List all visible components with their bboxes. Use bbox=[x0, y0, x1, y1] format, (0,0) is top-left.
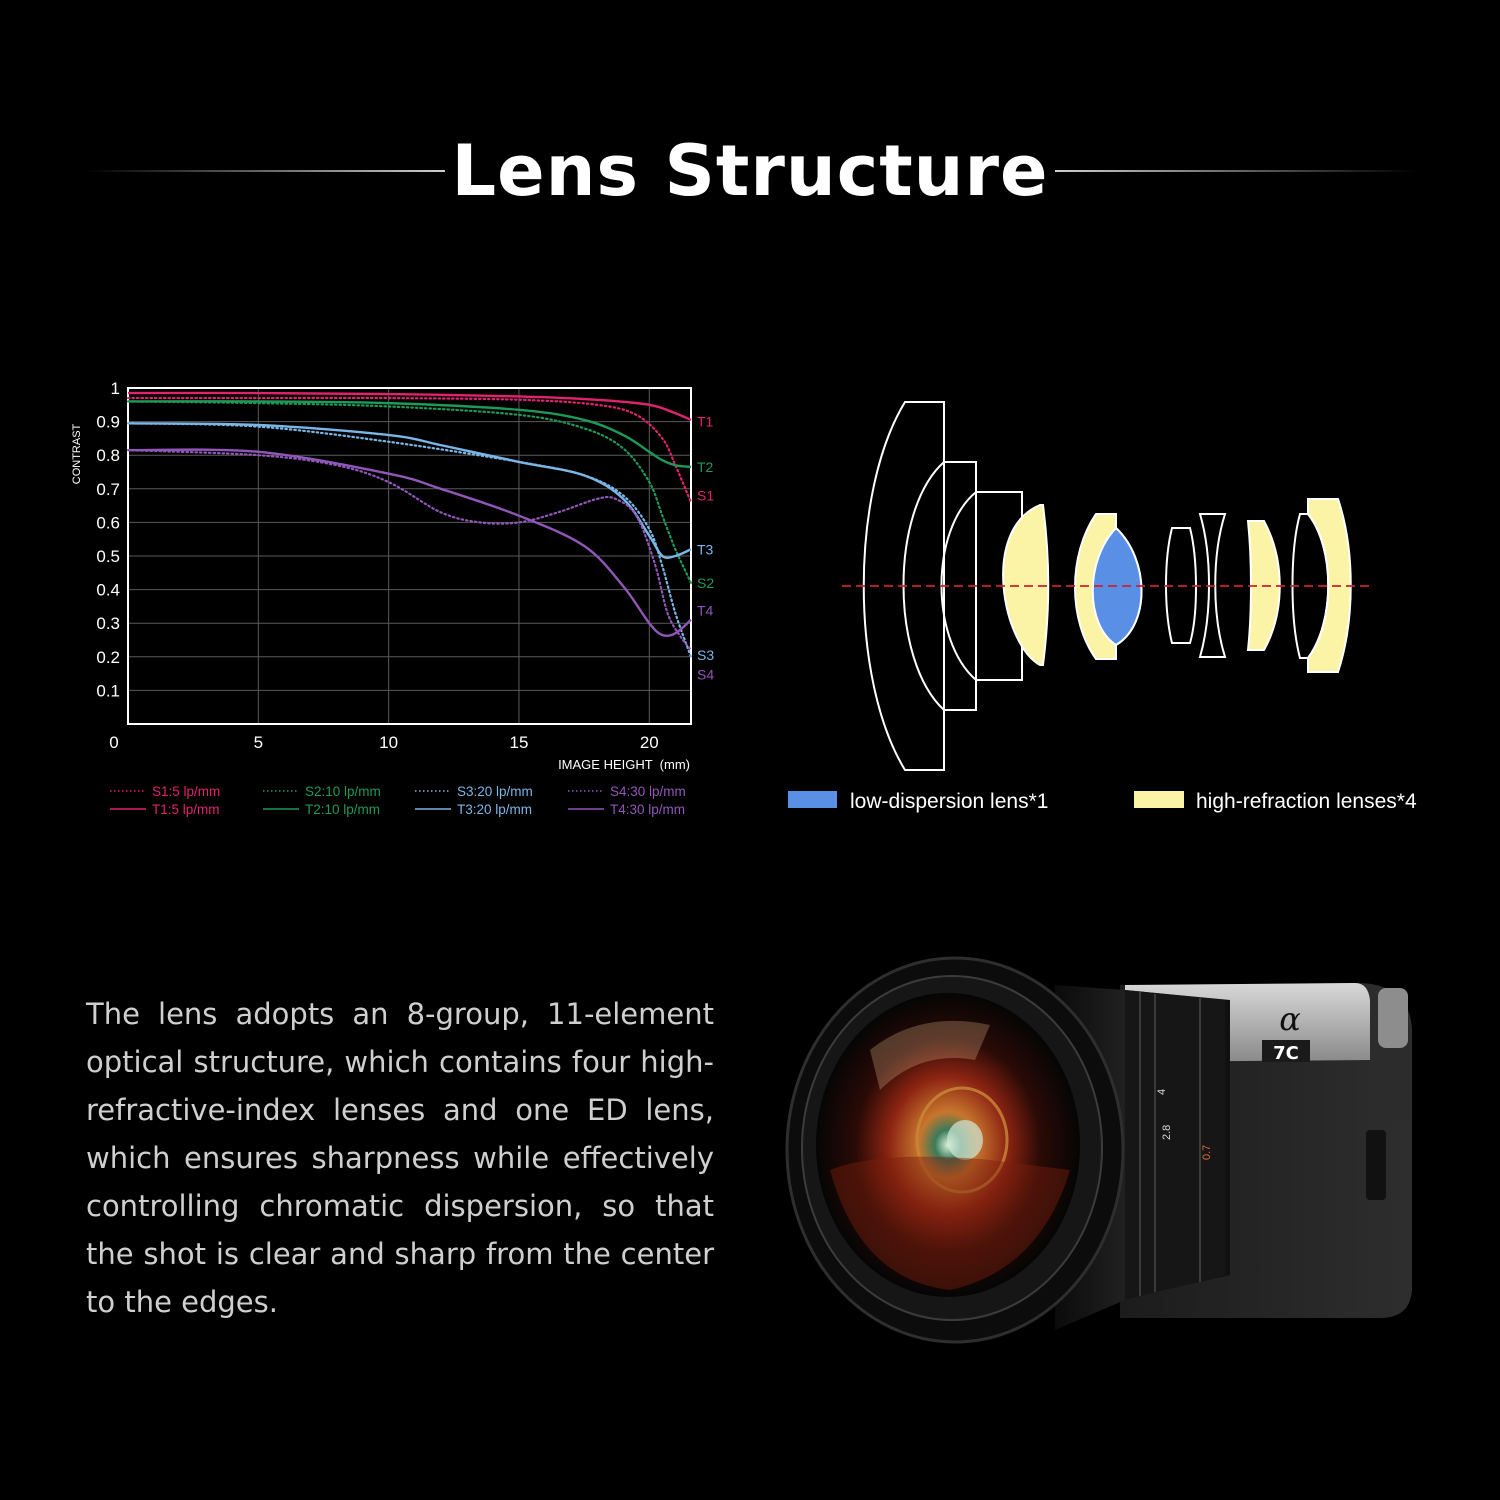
title-rule-right bbox=[1055, 170, 1415, 172]
series-end-label: S1 bbox=[697, 488, 714, 504]
strap-lug bbox=[1378, 988, 1408, 1048]
title-rule-left bbox=[85, 170, 445, 172]
series-end-label: T2 bbox=[697, 459, 714, 475]
series-line-t1 bbox=[127, 391, 692, 422]
y-tick-label: 0.2 bbox=[96, 648, 120, 667]
x-tick-label: 10 bbox=[379, 733, 398, 752]
lens-element-11 bbox=[1291, 513, 1330, 659]
series-end-label: T1 bbox=[697, 414, 714, 430]
svg-text:0.7: 0.7 bbox=[1201, 1145, 1213, 1160]
low-dispersion-swatch bbox=[788, 791, 837, 808]
legend-label: S4:30 lp/mm bbox=[610, 784, 686, 799]
series-end-label: T3 bbox=[697, 541, 714, 557]
lens-element-1b bbox=[902, 461, 945, 711]
x-axis-label: IMAGE HEIGHT (mm) bbox=[558, 757, 690, 772]
x-tick-label: 5 bbox=[254, 733, 263, 752]
legend-label: T3:20 lp/mm bbox=[457, 802, 532, 817]
series-end-label: S4 bbox=[697, 666, 714, 682]
svg-text:4: 4 bbox=[1156, 1089, 1168, 1095]
series-line-t4 bbox=[127, 448, 692, 638]
camera-brand-mark: α bbox=[1279, 1000, 1301, 1038]
series-end-label: S3 bbox=[697, 647, 714, 663]
y-axis-label: CONTRAST bbox=[71, 423, 83, 484]
y-tick-labels: 1 0.9 0.8 0.7 0.6 0.5 0.4 0.3 0.2 0.1 bbox=[96, 379, 120, 700]
high-refraction-element-1 bbox=[1002, 504, 1050, 666]
legend-label: S1:5 lp/mm bbox=[152, 784, 220, 799]
legend-label: S3:20 lp/mm bbox=[457, 784, 533, 799]
y-tick-label: 0.6 bbox=[96, 513, 120, 532]
low-dispersion-element bbox=[1091, 526, 1143, 647]
series-line-t3 bbox=[127, 422, 692, 559]
plot-frame bbox=[127, 387, 692, 725]
y-tick-label: 1 bbox=[111, 379, 120, 398]
chart-grid bbox=[128, 388, 691, 724]
legend-label: T2:10 lp/mm bbox=[305, 802, 380, 817]
series-line-s1 bbox=[126, 396, 693, 504]
mtf-chart: 1 0.9 0.8 0.7 0.6 0.5 0.4 0.3 0.2 0.1 0 5 10 15 20 CO… bbox=[71, 379, 714, 817]
series-line-s3 bbox=[126, 422, 693, 658]
y-tick-label: 0.5 bbox=[96, 547, 120, 566]
x-tick-label: 20 bbox=[640, 733, 659, 752]
y-tick-label: 0.7 bbox=[96, 480, 120, 499]
x-tick-label: 0 bbox=[109, 733, 118, 752]
x-tick-labels: 0 5 10 15 20 bbox=[109, 733, 658, 752]
series-line-t2 bbox=[127, 400, 692, 469]
x-tick-label: 15 bbox=[510, 733, 529, 752]
lens-element-1 bbox=[862, 401, 945, 771]
series-end-label: T4 bbox=[697, 602, 714, 618]
high-refraction-label: high-refraction lenses*4 bbox=[1196, 790, 1417, 813]
page-title: Lens Structure bbox=[451, 130, 1049, 212]
svg-text:2.8: 2.8 bbox=[1161, 1125, 1173, 1140]
series-line-s2 bbox=[126, 400, 693, 584]
y-tick-label: 0.4 bbox=[96, 581, 120, 600]
lens-element-6 bbox=[1165, 527, 1197, 644]
lens-element-7 bbox=[1198, 513, 1227, 658]
y-tick-label: 0.3 bbox=[96, 614, 120, 633]
lens-diagram bbox=[842, 401, 1372, 771]
legend-label: T4:30 lp/mm bbox=[610, 802, 685, 817]
chart-series bbox=[126, 391, 693, 658]
series-end-label: S2 bbox=[697, 575, 714, 591]
legend-label: S2:10 lp/mm bbox=[305, 784, 381, 799]
description-paragraph: The lens adopts an 8-group, 11-element o… bbox=[86, 997, 714, 1319]
y-tick-label: 0.9 bbox=[96, 413, 120, 432]
low-dispersion-label: low-dispersion lens*1 bbox=[850, 790, 1048, 813]
y-tick-label: 0.1 bbox=[96, 681, 120, 700]
y-tick-label: 0.8 bbox=[96, 446, 120, 465]
high-refraction-swatch bbox=[1134, 791, 1184, 808]
camera-with-lens-photo: α 7C 4 2.8 0.7 bbox=[785, 956, 1412, 1344]
camera-model-badge: 7C bbox=[1273, 1043, 1299, 1064]
legend-label: T1:5 lp/mm bbox=[152, 802, 220, 817]
series-line-s4 bbox=[126, 449, 693, 652]
